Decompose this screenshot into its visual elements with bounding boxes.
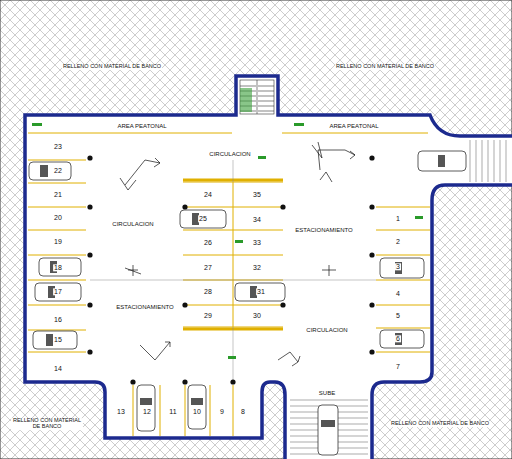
stall-number: 35 (252, 191, 262, 198)
stall-number: 27 (203, 264, 213, 271)
area-label: AREA PEATONAL (116, 123, 167, 129)
area-label: RELLENO CON MATERIAL DE BANCO (335, 64, 435, 70)
area-label: SUBE (318, 390, 336, 396)
stall-number: 7 (395, 363, 401, 370)
stall-number: 22 (53, 167, 63, 174)
stall-number: 31 (256, 288, 266, 295)
stall-number: 19 (53, 238, 63, 245)
stall-number: 5 (395, 312, 401, 319)
stall-number: 29 (203, 312, 213, 319)
area-label: CIRCULACION (208, 151, 251, 157)
stall-number: 6 (395, 335, 401, 342)
stall-number: 13 (116, 408, 126, 415)
stall-number: 11 (168, 408, 177, 415)
stall-number: 17 (53, 288, 63, 295)
stall-number: 4 (395, 290, 401, 297)
area-label: RELLENO CON MATERIAL DE BANCO (62, 64, 162, 70)
stall-number: 1 (395, 215, 401, 222)
stall-number: 33 (252, 239, 262, 246)
stall-number: 9 (219, 408, 225, 415)
stall-number: 15 (53, 336, 63, 343)
stall-number: 28 (203, 288, 213, 295)
stall-number: 20 (53, 214, 63, 221)
stall-number: 3 (395, 263, 401, 270)
stall-number: 30 (252, 312, 262, 319)
stall-number: 2 (395, 238, 401, 245)
stall-number: 8 (240, 408, 246, 415)
stall-number: 34 (252, 216, 262, 223)
stall-number: 18 (53, 264, 63, 271)
stall-number: 23 (53, 143, 63, 150)
stall-number: 26 (203, 239, 213, 246)
area-label: CIRCULACION (305, 327, 348, 333)
stall-number: 32 (252, 264, 262, 271)
area-label: AREA PEATONAL (328, 123, 379, 129)
stall-number: 12 (142, 408, 152, 415)
stall-number: 10 (192, 408, 202, 415)
stall-number: 24 (203, 191, 213, 198)
stall-number: 21 (53, 191, 63, 198)
area-label: ESTACIONAMIENTO (115, 304, 174, 310)
area-label: CIRCULACION (111, 221, 154, 227)
area-label: RELLENO CON MATERIAL DE BANCO (11, 418, 83, 430)
stall-number: 16 (53, 316, 63, 323)
area-label: ESTACIONAMIENTO (294, 227, 353, 233)
area-label: RELLENO CON MATERIAL DE BANCO (390, 421, 490, 427)
stall-number: 14 (53, 365, 63, 372)
stall-number: 25 (198, 215, 208, 222)
